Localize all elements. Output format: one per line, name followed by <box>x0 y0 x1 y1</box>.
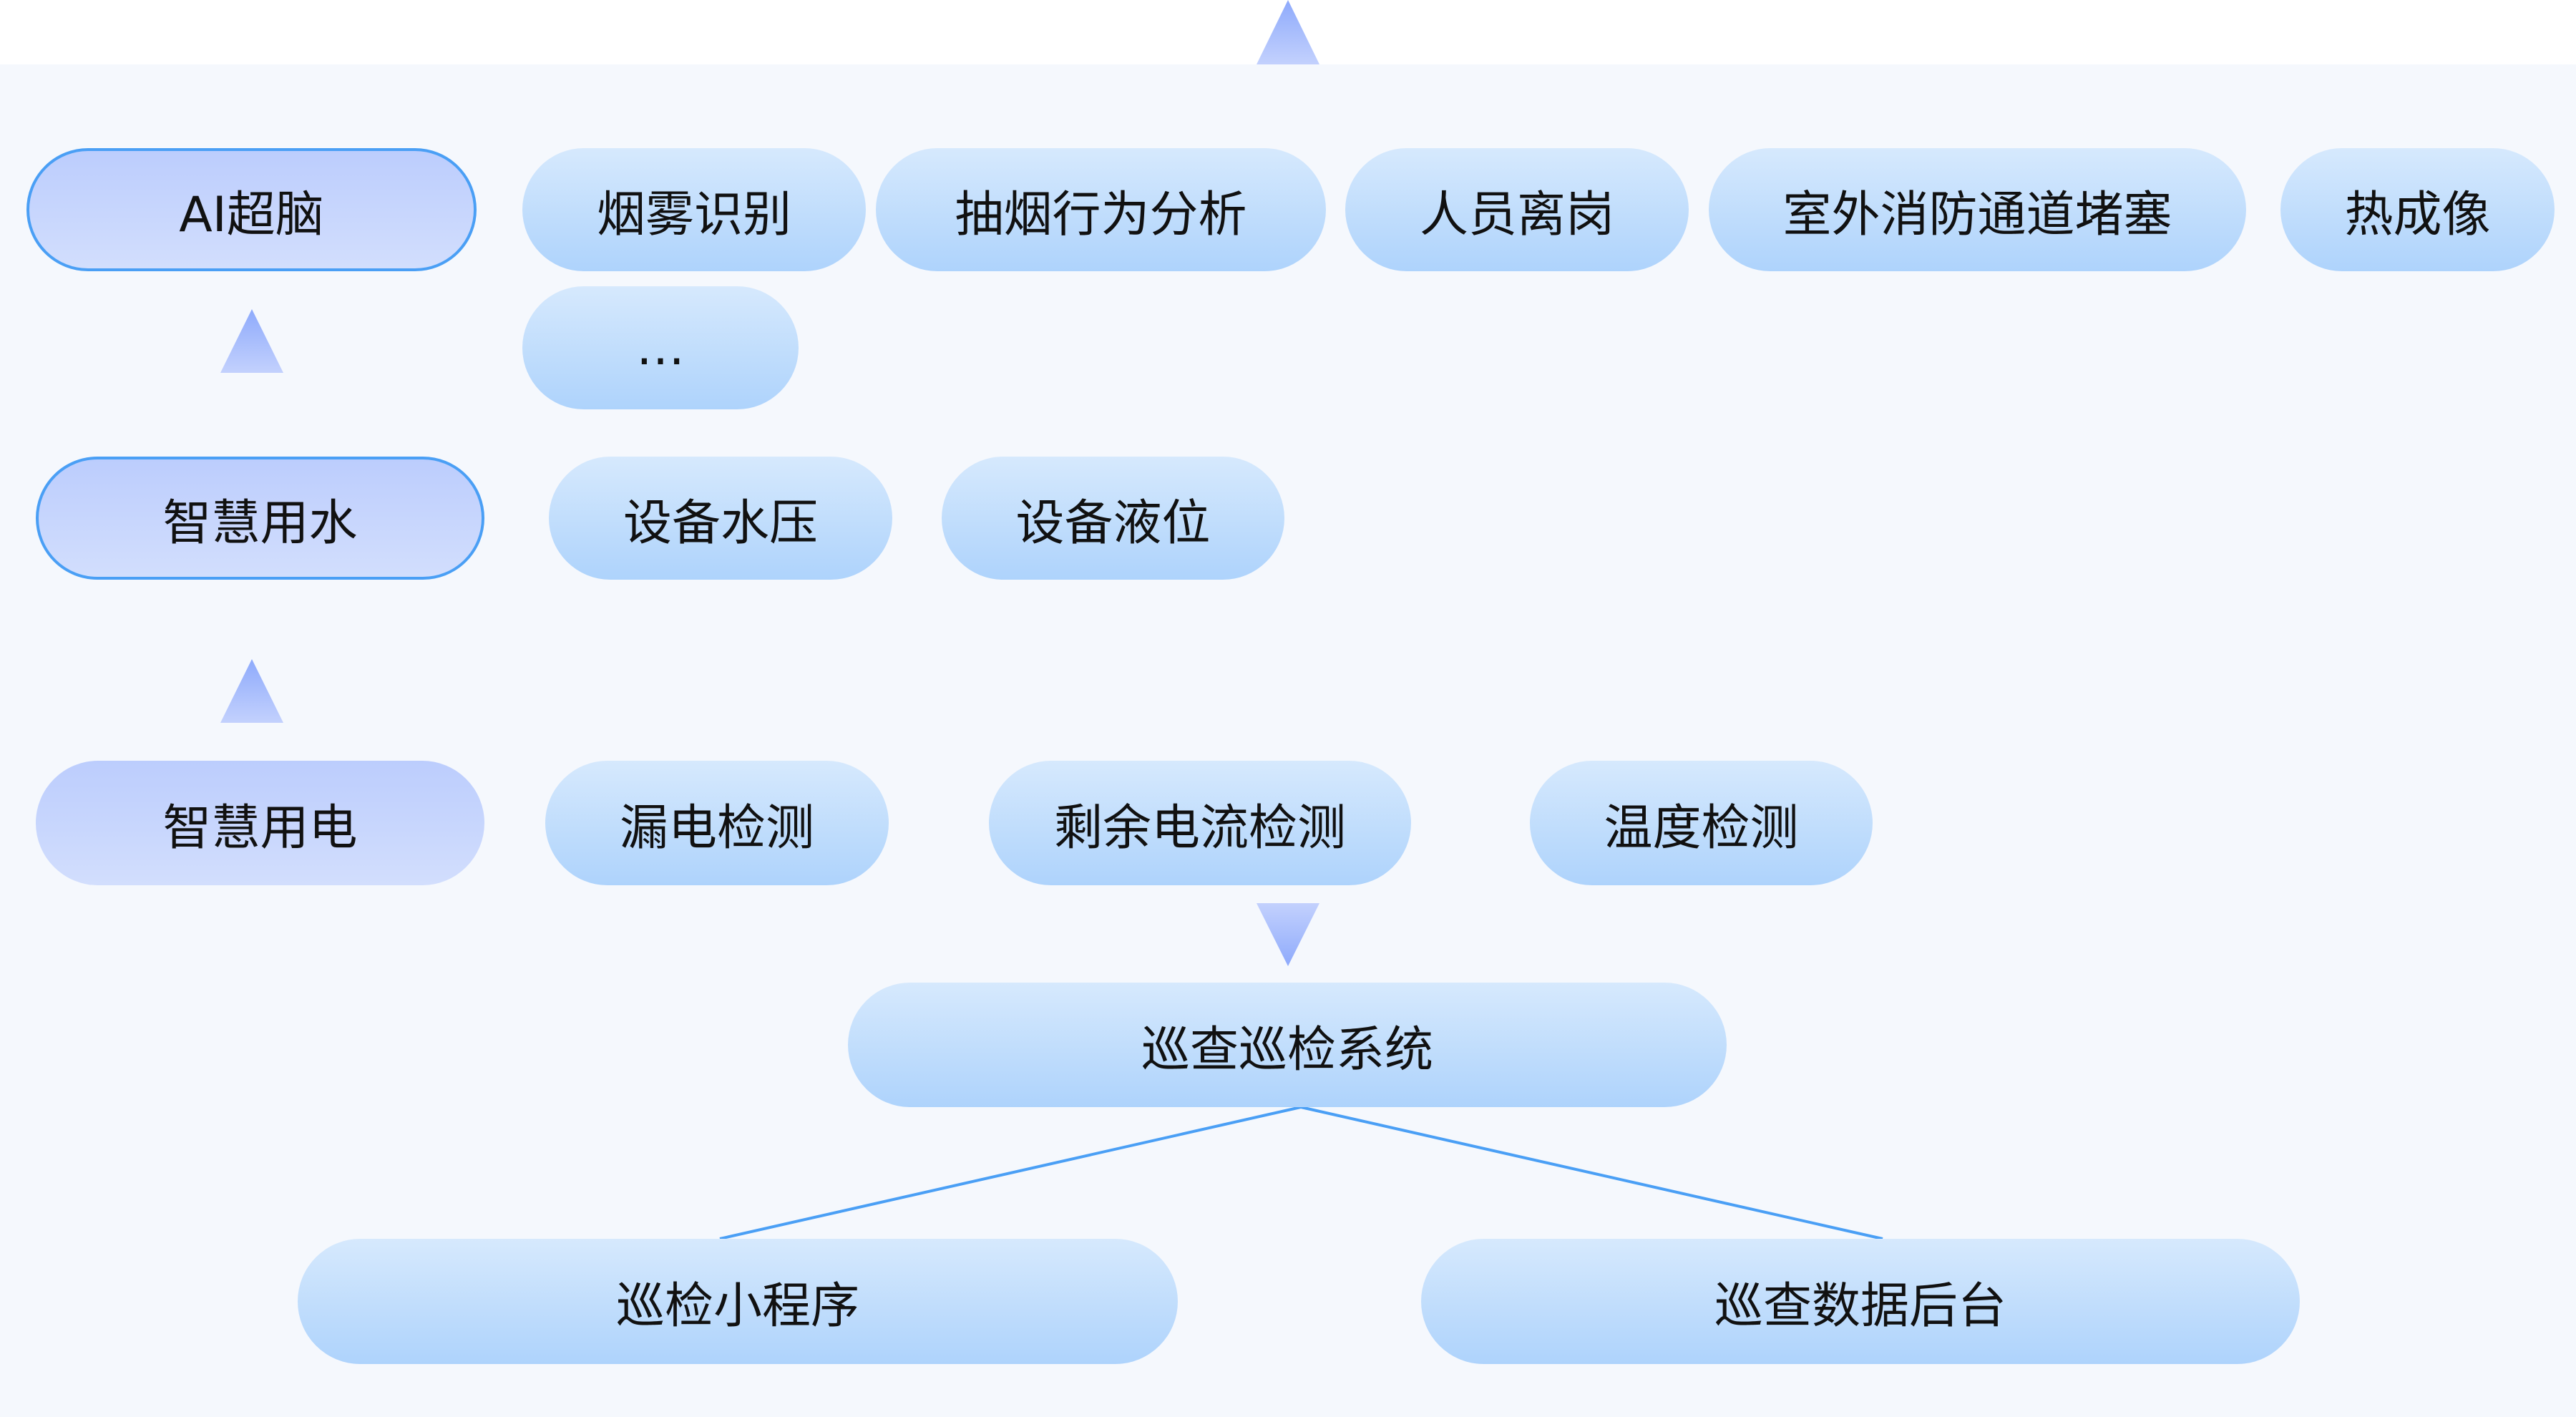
feature-thermal-imaging[interactable]: 热成像 <box>2280 148 2555 271</box>
feature-label: 烟雾识别 <box>596 186 791 243</box>
feature-staff-absence[interactable]: 人员离岗 <box>1345 148 1689 271</box>
category-label: AI超脑 <box>179 186 324 243</box>
child-label: 巡查数据后台 <box>1714 1278 2006 1335</box>
inspection-mini-program[interactable]: 巡检小程序 <box>298 1239 1178 1364</box>
line-to-backend <box>1300 1106 1883 1240</box>
feature-smoking-analysis[interactable]: 抽烟行为分析 <box>876 148 1326 271</box>
feature-label: 温度检测 <box>1604 799 1799 857</box>
feature-water-pressure[interactable]: 设备水压 <box>549 457 892 580</box>
feature-more[interactable]: … <box>522 286 799 409</box>
arrow-up-top <box>1257 0 1319 64</box>
category-smart-power[interactable]: 智慧用电 <box>36 761 484 885</box>
feature-temperature-detection[interactable]: 温度检测 <box>1530 761 1873 885</box>
category-smart-water[interactable]: 智慧用水 <box>36 457 484 580</box>
inspection-system[interactable]: 巡查巡检系统 <box>848 983 1727 1107</box>
feature-label: 人员离岗 <box>1419 186 1614 243</box>
line-to-miniapp <box>719 1106 1302 1240</box>
feature-leakage-detection[interactable]: 漏电检测 <box>545 761 889 885</box>
child-label: 巡检小程序 <box>615 1278 859 1335</box>
feature-label: 热成像 <box>2344 186 2491 243</box>
arrow-down-to-system <box>1257 903 1319 966</box>
feature-label: 剩余电流检测 <box>1053 799 1346 857</box>
arrow-up-power-to-water <box>220 659 283 723</box>
feature-liquid-level[interactable]: 设备液位 <box>942 457 1284 580</box>
category-label: 智慧用水 <box>162 495 358 552</box>
feature-label: 漏电检测 <box>619 799 814 857</box>
arrow-up-water-to-ai <box>220 309 283 373</box>
feature-residual-current-detection[interactable]: 剩余电流检测 <box>989 761 1411 885</box>
category-label: 智慧用电 <box>162 799 358 857</box>
feature-label: 设备液位 <box>1015 495 1211 552</box>
feature-label: 设备水压 <box>623 495 818 552</box>
feature-label: 抽烟行为分析 <box>955 186 1247 243</box>
category-ai-brain[interactable]: AI超脑 <box>26 148 477 271</box>
feature-label: 室外消防通道堵塞 <box>1782 186 2172 243</box>
feature-label: … <box>636 319 685 376</box>
system-label: 巡查巡检系统 <box>1141 1021 1433 1078</box>
feature-fire-passage-blocked[interactable]: 室外消防通道堵塞 <box>1709 148 2246 271</box>
inspection-data-backend[interactable]: 巡查数据后台 <box>1421 1239 2300 1364</box>
diagram-background <box>0 64 2576 1417</box>
feature-smoke-recognition[interactable]: 烟雾识别 <box>522 148 866 271</box>
